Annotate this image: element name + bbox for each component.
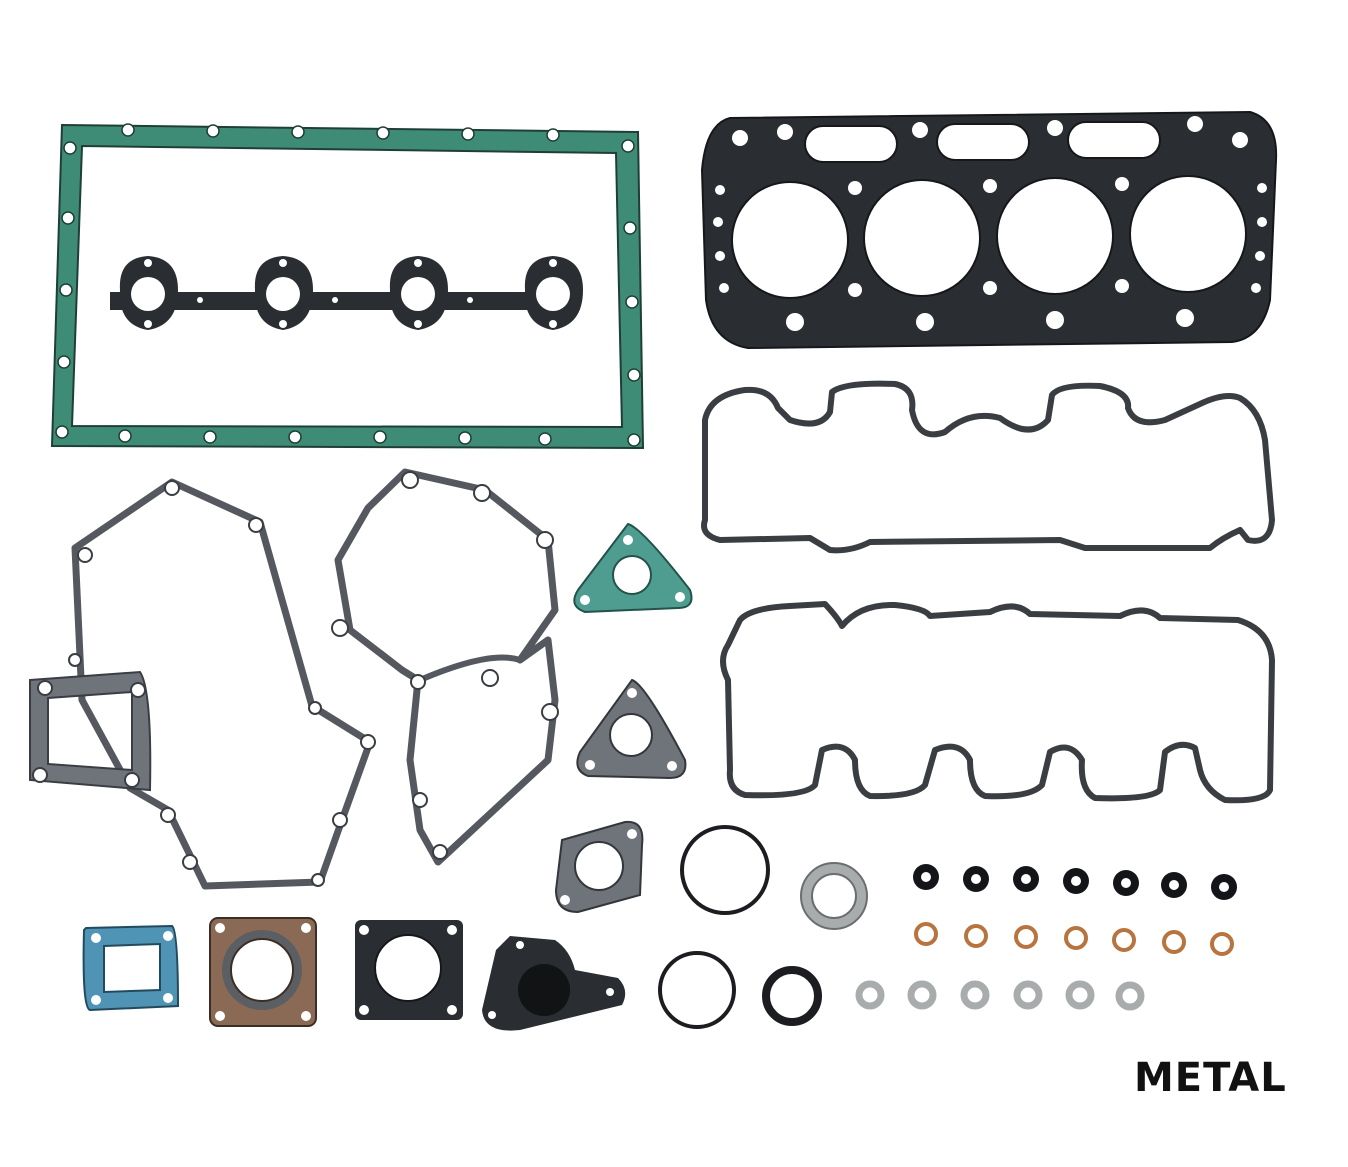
steel-washers <box>855 980 1145 1011</box>
timing-cover-gasket <box>29 478 376 890</box>
o-ring-large <box>680 825 770 915</box>
outlet-gasket-grey <box>576 678 687 780</box>
gear-case-gasket <box>331 468 559 866</box>
thermostat-gasket-teal <box>573 522 693 614</box>
valve-cover-gasket-upper <box>701 380 1275 554</box>
flange-gasket-oval <box>554 820 644 914</box>
oil-pan-gasket <box>50 123 645 450</box>
copper-washers <box>914 922 1234 956</box>
steel-sealing-washer <box>800 862 868 930</box>
cylinder-head-gasket <box>700 110 1278 350</box>
valve-cover-gasket-lower <box>720 601 1275 804</box>
dark-square-gasket <box>355 920 463 1020</box>
o-ring-medium <box>658 951 736 1029</box>
material-label: METAL <box>1134 1055 1287 1101</box>
o-ring-thick <box>762 966 822 1026</box>
oil-seal-breather <box>482 936 626 1031</box>
exhaust-manifold-gasket <box>110 256 583 330</box>
blue-square-gasket <box>82 924 180 1012</box>
mls-flange-gasket <box>209 917 317 1027</box>
